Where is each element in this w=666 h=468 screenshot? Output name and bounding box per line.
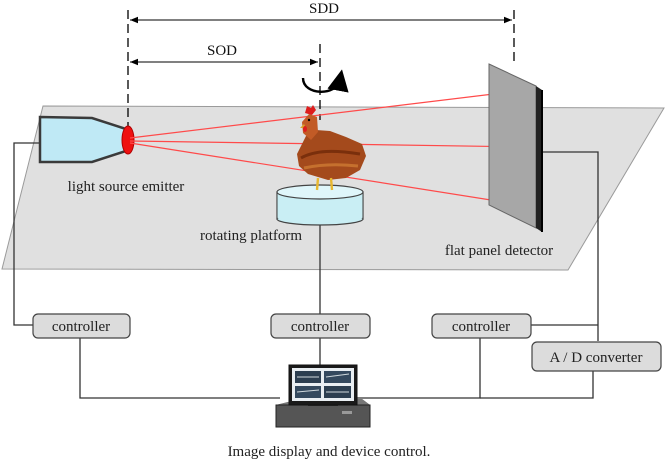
controller-right: controller (431, 313, 532, 339)
computer-workstation-icon (275, 364, 371, 428)
controller-right-label: controller (452, 319, 510, 335)
sod-label: SOD (207, 43, 237, 59)
controller-left: controller (32, 313, 131, 339)
emitter-label: light source emitter (68, 179, 185, 195)
ad-converter: A / D converter (531, 341, 662, 372)
converter-label: A / D converter (550, 350, 643, 366)
flat-panel-detector (488, 63, 543, 232)
rotating-platform (276, 184, 364, 226)
controller-center: controller (270, 313, 371, 339)
computer-label: Image display and device control. (228, 444, 431, 460)
sdd-label: SDD (309, 1, 339, 17)
detector-label: flat panel detector (445, 243, 553, 259)
wiring (13, 142, 599, 399)
hen-icon (297, 105, 366, 191)
controller-center-label: controller (291, 319, 349, 335)
rotation-arrow-icon (301, 69, 349, 93)
emitter-lens (121, 125, 135, 155)
controller-left-label: controller (52, 319, 110, 335)
light-source-emitter (38, 115, 135, 164)
platform-label: rotating platform (200, 228, 302, 244)
